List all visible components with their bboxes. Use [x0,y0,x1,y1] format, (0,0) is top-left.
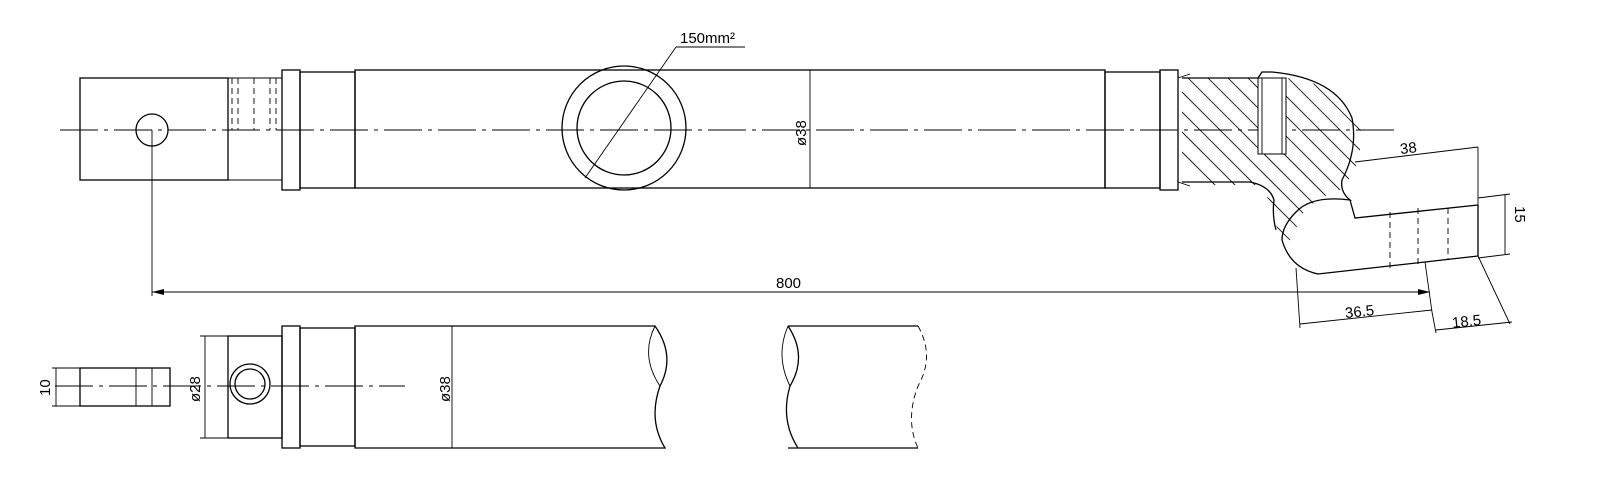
cross-hole-outer [229,363,271,405]
tube-right-part [785,325,918,449]
top-view: 150mm² ø38 [60,30,1528,334]
elbow-offset-label: 36.5 [1344,302,1375,322]
main-tube [354,69,1106,189]
pin-side [79,367,171,407]
elbow-outline [1182,71,1426,275]
area-dim-label: 150mm² [680,30,735,47]
lower-collar [281,325,301,449]
lower-shaft [299,327,356,447]
left-end-block [79,77,229,181]
elbow-end-label: 18.5 [1451,312,1482,332]
section-outer-circle [561,65,687,191]
dia-main-label: ø38 [793,120,810,146]
right-collar [1159,69,1179,191]
elbow-height-label: 15 [1511,206,1528,223]
area-leader [584,46,677,179]
end-block-side [227,335,283,439]
lower-view: 10 ø28 ø38 [37,325,927,449]
width-small-label: 10 [37,379,54,396]
cross-hole-inner [234,368,266,400]
length-dim-label: 800 [776,275,801,292]
tube-break-line [911,325,927,449]
elbow-width-label: 38 [1399,139,1418,158]
section-inner-circle [576,80,672,176]
dia-lower-label: ø38 [437,376,454,402]
dia-small-label: ø28 [187,376,204,402]
tube-left-part [354,325,668,449]
